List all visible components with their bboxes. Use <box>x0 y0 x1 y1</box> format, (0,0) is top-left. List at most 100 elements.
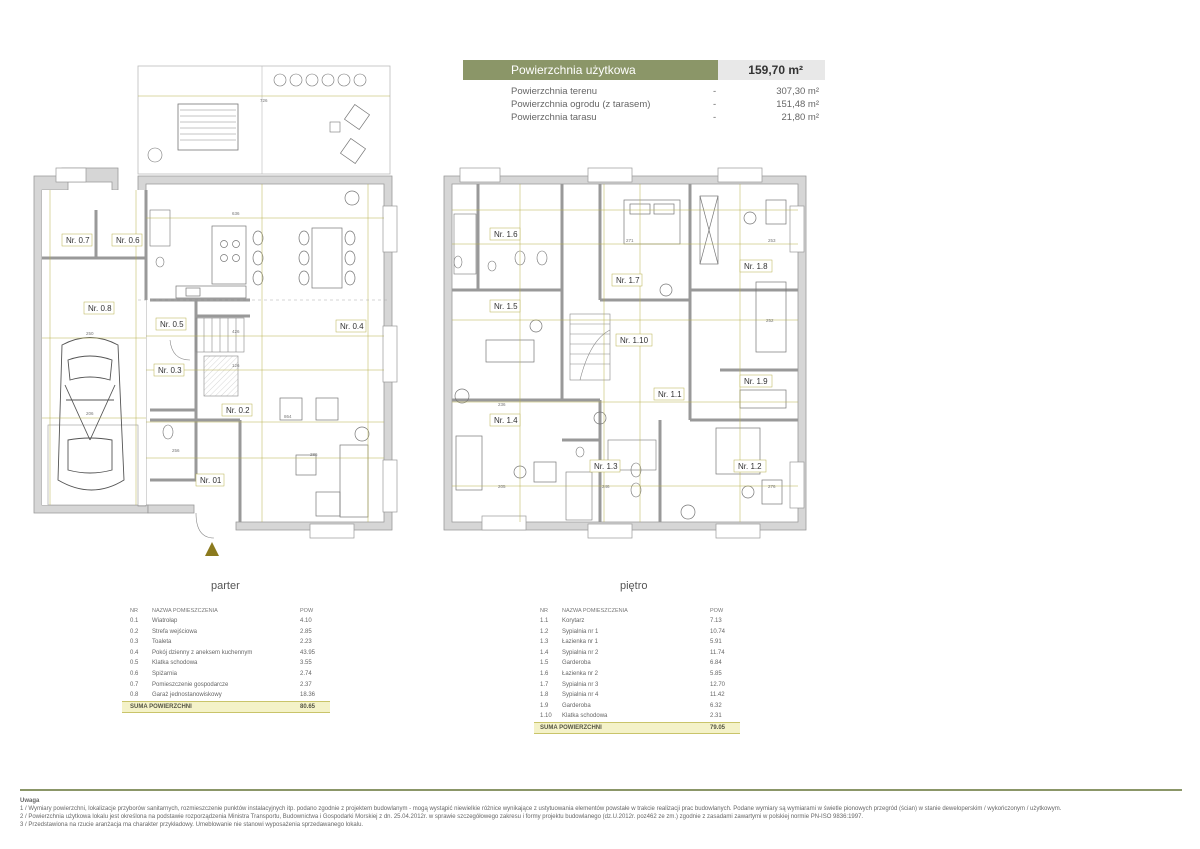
summary-row-value: 151,48 m² <box>776 99 819 110</box>
cell-pow: 12.70 <box>710 681 726 688</box>
svg-text:426: 426 <box>232 329 240 334</box>
upper-room-table: NR NAZWA POMIESZCZENIA POW 1.1 Korytarz 7.… <box>534 607 740 734</box>
cell-nr: 1.10 <box>540 713 552 720</box>
label-r13: Nr. 1.3 <box>594 462 618 471</box>
svg-text:236: 236 <box>498 402 506 407</box>
label-r05: Nr. 0.5 <box>160 320 184 329</box>
cell-pow: 2.31 <box>710 713 722 720</box>
upper-floor-title: piętro <box>620 580 648 592</box>
label-r02: Nr. 0.2 <box>226 406 250 415</box>
usable-area-value: 159,70 m² <box>718 60 825 80</box>
label-r08: Nr. 0.8 <box>88 304 112 313</box>
svg-text:256: 256 <box>172 448 180 453</box>
cell-pow: 7.13 <box>710 618 722 624</box>
cell-pow: 2.23 <box>300 639 312 646</box>
cell-nr: 1.2 <box>540 628 549 635</box>
svg-text:205: 205 <box>498 484 506 489</box>
ground-total-row: SUMA POWIERZCHNI 80.65 <box>122 700 330 713</box>
cell-nr: 1.6 <box>540 670 549 677</box>
cell-pow: 2.37 <box>300 681 312 688</box>
cell-pow: 2.85 <box>300 628 312 635</box>
table-row: 1.1 Korytarz 7.13 <box>540 616 740 627</box>
summary-row-value: 21,80 m² <box>781 112 820 123</box>
label-r11: Nr. 1.1 <box>658 390 682 399</box>
cell-nr: 0.2 <box>130 628 139 635</box>
cell-pow: 3.55 <box>300 660 312 667</box>
table-header: NR NAZWA POMIESZCZENIA POW <box>130 607 330 616</box>
summary-row-label: Powierzchnia ogrodu (z tarasem) <box>511 99 651 110</box>
cell-name: Wiatrołap <box>152 618 178 624</box>
cell-nr: 1.8 <box>540 692 549 699</box>
cell-pow: 5.85 <box>710 670 722 677</box>
footer-notes: Uwaga 1 / Wymiary powierzchni, lokalizac… <box>20 797 1190 829</box>
ground-dimension-lines <box>42 95 390 522</box>
total-value: 79.05 <box>710 724 726 731</box>
cell-nr: 1.3 <box>540 639 549 646</box>
header-nr: NR <box>540 608 548 614</box>
cell-nr: 0.8 <box>130 692 139 699</box>
cell-name: Łazienka nr 1 <box>562 639 599 646</box>
entrance-arrow-icon <box>205 542 219 556</box>
cell-pow: 43.95 <box>300 649 316 656</box>
garden-table <box>177 103 239 151</box>
cell-name: Łazienka nr 2 <box>562 670 599 677</box>
cell-name: Garderoba <box>562 660 591 667</box>
cell-pow: 11.42 <box>710 692 725 699</box>
dining-set <box>252 227 356 289</box>
upper-windows <box>459 167 805 539</box>
svg-text:276: 276 <box>768 484 776 489</box>
svg-text:636: 636 <box>232 211 240 216</box>
cell-name: Sypialnia nr 2 <box>562 649 599 656</box>
cell-nr: 1.4 <box>540 649 549 656</box>
cell-pow: 6.84 <box>710 660 722 667</box>
label-r06: Nr. 0.6 <box>116 236 140 245</box>
cell-pow: 10.74 <box>710 628 726 635</box>
summary-row-dash: - <box>713 112 717 123</box>
label-r04: Nr. 0.4 <box>340 322 364 331</box>
cell-pow: 4.10 <box>300 618 312 624</box>
table-row: 1.2 Sypialnia nr 1 10.74 <box>540 627 740 638</box>
cell-nr: 1.1 <box>540 618 549 624</box>
summary-row-dash: - <box>713 86 717 97</box>
cell-nr: 0.6 <box>130 670 139 677</box>
cell-name: Garaż jednostanowiskowy <box>152 692 222 699</box>
header-pow: POW <box>300 608 314 614</box>
summary-row-label: Powierzchnia terenu <box>511 86 598 97</box>
cell-pow: 5.91 <box>710 639 722 646</box>
cell-name: Sypialnia nr 1 <box>562 628 599 635</box>
table-row: 1.7 Sypialnia nr 3 12.70 <box>540 680 740 691</box>
table-row: 1.8 Sypialnia nr 4 11.42 <box>540 690 740 701</box>
terrace-area <box>137 65 391 175</box>
cell-pow: 6.32 <box>710 702 722 709</box>
summary-row: Powierzchnia tarasu - 21,80 m² <box>463 111 825 124</box>
cell-name: Strefa wejściowa <box>152 628 198 635</box>
label-r03: Nr. 0.3 <box>158 366 182 375</box>
cell-name: Klatka schodowa <box>152 660 198 667</box>
header-name: NAZWA POMIESZCZENIA <box>152 608 218 614</box>
summary-row: Powierzchnia ogrodu (z tarasem) - 151,48… <box>463 98 825 111</box>
svg-text:286: 286 <box>310 452 318 457</box>
cell-name: Pokój dzienny z aneksem kuchennym <box>152 649 253 656</box>
cell-name: Sypialnia nr 3 <box>562 681 599 688</box>
svg-text:253: 253 <box>768 238 776 243</box>
cell-name: Korytarz <box>562 618 585 624</box>
cell-nr: 0.4 <box>130 649 139 656</box>
label-r01: Nr. 01 <box>200 476 222 485</box>
summary-row-label: Powierzchnia tarasu <box>511 112 597 123</box>
area-summary: Powierzchnia użytkowa 159,70 m² Powierzc… <box>463 60 825 124</box>
garden-plants <box>147 73 367 163</box>
cell-name: Sypialnia nr 4 <box>562 692 599 699</box>
living-furniture <box>279 190 370 518</box>
label-r15: Nr. 1.5 <box>494 302 518 311</box>
table-header: NR NAZWA POMIESZCZENIA POW <box>540 607 740 616</box>
upper-bathroom-fixtures <box>453 213 657 521</box>
label-r07: Nr. 0.7 <box>66 236 90 245</box>
cell-nr: 1.5 <box>540 660 549 667</box>
cell-nr: 1.7 <box>540 681 549 688</box>
